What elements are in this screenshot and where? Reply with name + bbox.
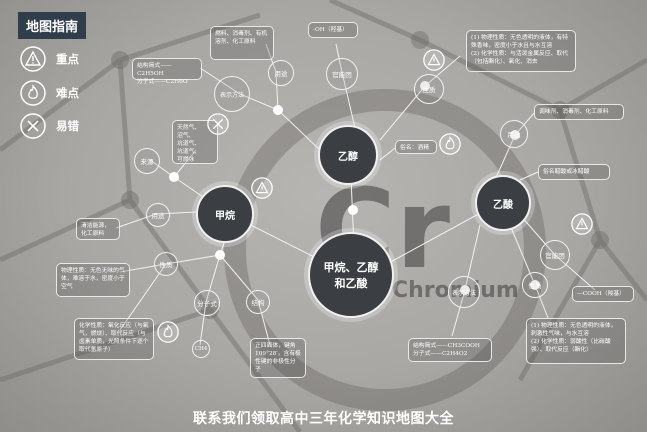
flame-icon — [439, 133, 461, 155]
methane-use-node[interactable]: 用途 — [146, 203, 170, 227]
methane-property-node[interactable]: 性质 — [154, 252, 178, 276]
hub-center[interactable]: 甲烷、乙醇 和乙酸 — [308, 232, 394, 318]
methane-source-text: 天然气、 沼气、 坑道气、 坑道气、 可燃冰 — [172, 120, 218, 164]
methane-structure-text: 正四面体，键角109°28′，含有极性键的非极性分子 — [250, 338, 306, 378]
acetic-representation-text: 结构简式——CH3COOH 分子式——C2H4O2 — [408, 338, 492, 362]
acetic-group-node[interactable]: 官能团 — [540, 240, 570, 270]
legend-item-error-prone: 易错 — [20, 113, 79, 139]
methane-use-text: 清洁能源， 化工原料 — [76, 218, 120, 240]
legend-title: 地图指南 — [18, 12, 87, 39]
ethanol-property-node[interactable]: 性质 — [414, 74, 444, 104]
ethanol-group-text: -OH（羟基） — [308, 22, 358, 38]
ethanol-use-node[interactable]: 用途 — [268, 60, 294, 86]
warning-triangle-icon — [251, 177, 273, 199]
legend-item-key-point: 重点 — [20, 46, 79, 72]
ethanol-use-text: 燃料、消毒剂、有机溶剂、化工原料 — [210, 26, 274, 60]
legend-item-difficult: 难点 — [20, 80, 79, 106]
hub-acetic-acid[interactable]: 乙酸 — [475, 175, 531, 231]
ethanol-representation-text: 结构简式——C2H5OH 分子式——C2H6O — [132, 58, 202, 85]
ethanol-group-node[interactable]: 官能团 — [326, 58, 358, 90]
cross-icon — [207, 113, 229, 135]
acetic-representation-node[interactable]: 表示方法 — [448, 276, 480, 308]
methane-structure-node[interactable]: 结构 — [246, 290, 270, 314]
warning-triangle-icon — [423, 49, 445, 71]
cross-icon — [20, 113, 46, 139]
methane-physical-text: 物理性质：无色无味的气体，难溶于水，密度小于空气 — [56, 263, 130, 297]
acetic-property-text: (1) 物理性质：无色透明的液体，刺激性气味，与水互溶 (2) 化学性质：弱酸性… — [526, 318, 626, 364]
legend-label-key-point: 重点 — [56, 52, 79, 66]
acetic-property-node[interactable]: 性质 — [522, 272, 548, 298]
warning-triangle-icon — [20, 46, 46, 72]
ethanol-alias-text: 俗名：酒精 — [395, 140, 437, 154]
hub-ethanol[interactable]: 乙醇 — [318, 125, 378, 185]
acetic-use-text: 调味剂、消毒剂、化工原料 — [534, 104, 624, 120]
acetic-group-text: —COOH（羧基） — [572, 286, 634, 302]
footer-banner: 联系我们领取高中三年化学知识地图大全 — [193, 411, 454, 427]
methane-formula-value: CH4 — [192, 340, 210, 358]
acetic-use-node[interactable]: 用途 — [500, 120, 528, 148]
ethanol-property-text: (1) 物理性质：无色透明的液体，有特殊香味，密度小于水且与水互溶 (2) 化学… — [466, 30, 576, 72]
flame-icon — [20, 80, 46, 106]
flame-icon — [157, 321, 179, 343]
methane-chemical-text: 化学性质：氧化反应（与氧气，燃烧）、取代反应（与卤素单质，光照条件下逐个取代氢原… — [74, 318, 154, 360]
methane-formula-node[interactable]: 分子式 — [194, 290, 220, 316]
hub-methane[interactable]: 甲烷 — [196, 185, 254, 243]
warning-triangle-icon — [571, 213, 593, 235]
methane-source-node[interactable]: 来源 — [134, 148, 160, 174]
ethanol-representation-node[interactable]: 表示方法 — [214, 76, 250, 112]
legend-label-difficult: 难点 — [56, 86, 79, 100]
acetic-alias-text: 俗名醋酸或冰醋酸 — [538, 164, 610, 180]
legend-label-error-prone: 易错 — [56, 119, 79, 133]
